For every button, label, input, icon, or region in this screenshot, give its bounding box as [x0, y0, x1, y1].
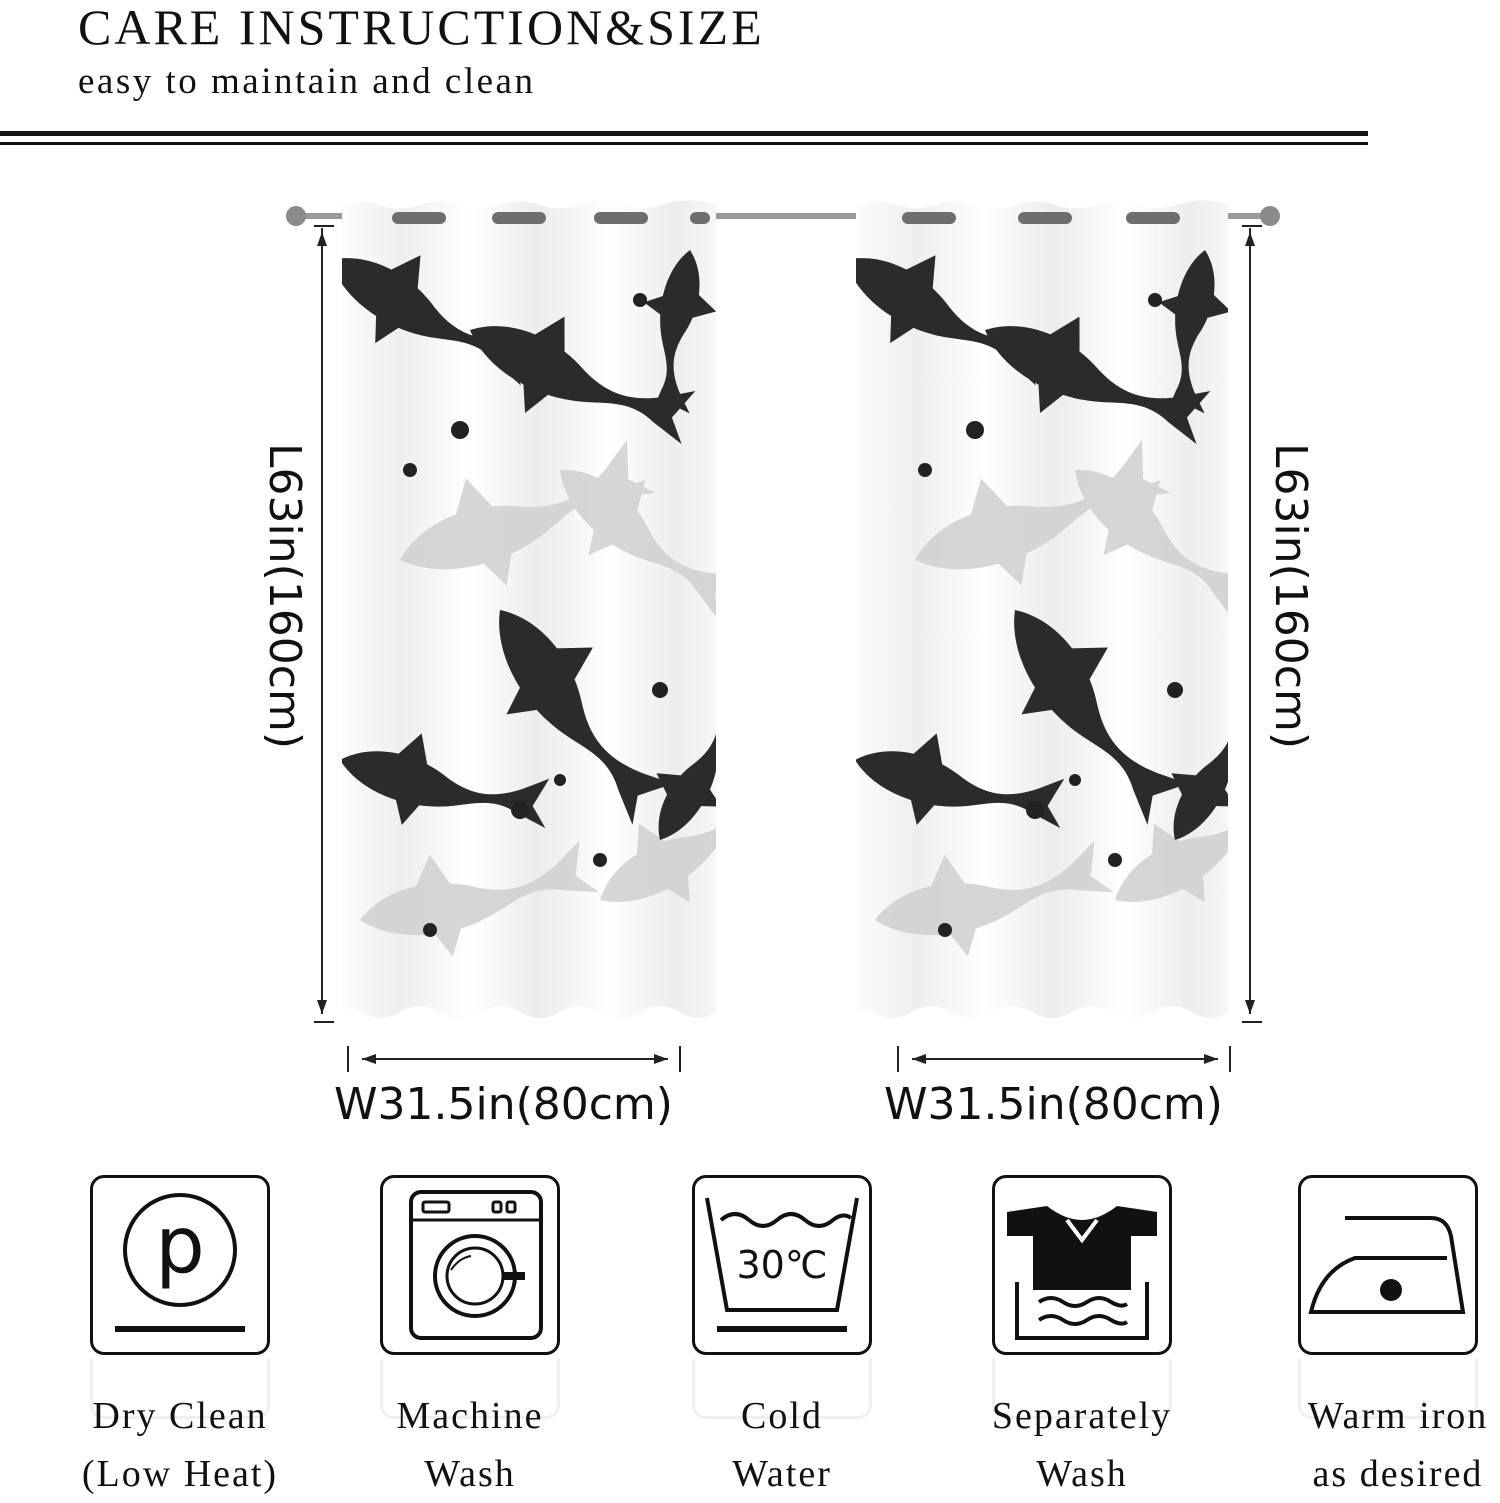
cold-water-label-line1: Cold	[741, 1395, 823, 1437]
dry-clean-label-line2: (Low Heat)	[81, 1453, 279, 1495]
machine-wash-label: Machine Wash	[340, 1387, 600, 1503]
length-dimension-right	[1242, 225, 1262, 1023]
dry-clean-label-line1: Dry Clean	[92, 1395, 268, 1437]
dry-clean-icon: p	[90, 1175, 270, 1355]
cold-water-label: Cold Water	[652, 1387, 912, 1503]
separately-wash-label-line2: Wash	[1036, 1453, 1128, 1495]
machine-wash-reflection	[380, 1359, 560, 1419]
machine-wash-label-line2: Wash	[424, 1453, 516, 1495]
dry-clean-label: Dry Clean (Low Heat)	[50, 1387, 310, 1503]
page-title: CARE INSTRUCTION&SIZE	[78, 0, 765, 55]
warm-iron-label: Warm iron as desired	[1288, 1387, 1500, 1503]
curtain-panel-right	[856, 200, 1228, 1018]
machine-wash-label-line1: Machine	[396, 1395, 544, 1437]
water-temperature: 30℃	[736, 1243, 828, 1287]
length-label-right: L63in(160cm)	[1265, 443, 1316, 749]
curtain-illustration	[286, 200, 1280, 1072]
width-label-right: W31.5in(80cm)	[884, 1079, 1223, 1130]
warm-iron-label-line2: as desired	[1312, 1453, 1484, 1495]
dry-clean-symbol: p	[155, 1201, 205, 1291]
page-subtitle: easy to maintain and clean	[78, 61, 536, 102]
header-divider-thick	[0, 131, 1368, 136]
washing-machine-icon	[380, 1175, 560, 1355]
width-label-left: W31.5in(80cm)	[334, 1079, 673, 1130]
separately-wash-reflection	[992, 1359, 1172, 1419]
width-dimension-right	[897, 1046, 1231, 1072]
wash-tub-icon: 30℃	[692, 1175, 872, 1355]
length-dimension-left	[314, 225, 334, 1023]
separately-wash-label-line1: Separately	[991, 1395, 1173, 1437]
length-label-left: L63in(160cm)	[259, 443, 310, 749]
iron-icon	[1298, 1175, 1478, 1355]
rod-finial-right	[1260, 206, 1280, 226]
grommets-right	[902, 212, 1180, 224]
cold-water-reflection	[692, 1359, 872, 1419]
rod-finial-left	[286, 206, 306, 226]
warm-iron-label-line1: Warm iron	[1307, 1395, 1489, 1437]
separately-wash-label: Separately Wash	[952, 1387, 1212, 1503]
width-dimension-left	[347, 1046, 681, 1072]
warm-iron-reflection	[1298, 1359, 1478, 1419]
header-divider-thin	[0, 142, 1368, 145]
grommets-left	[392, 212, 710, 224]
curtain-panel-left	[342, 200, 716, 1018]
cold-water-label-line2: Water	[732, 1453, 832, 1495]
dry-clean-reflection	[90, 1359, 270, 1419]
separate-wash-icon	[992, 1175, 1172, 1355]
